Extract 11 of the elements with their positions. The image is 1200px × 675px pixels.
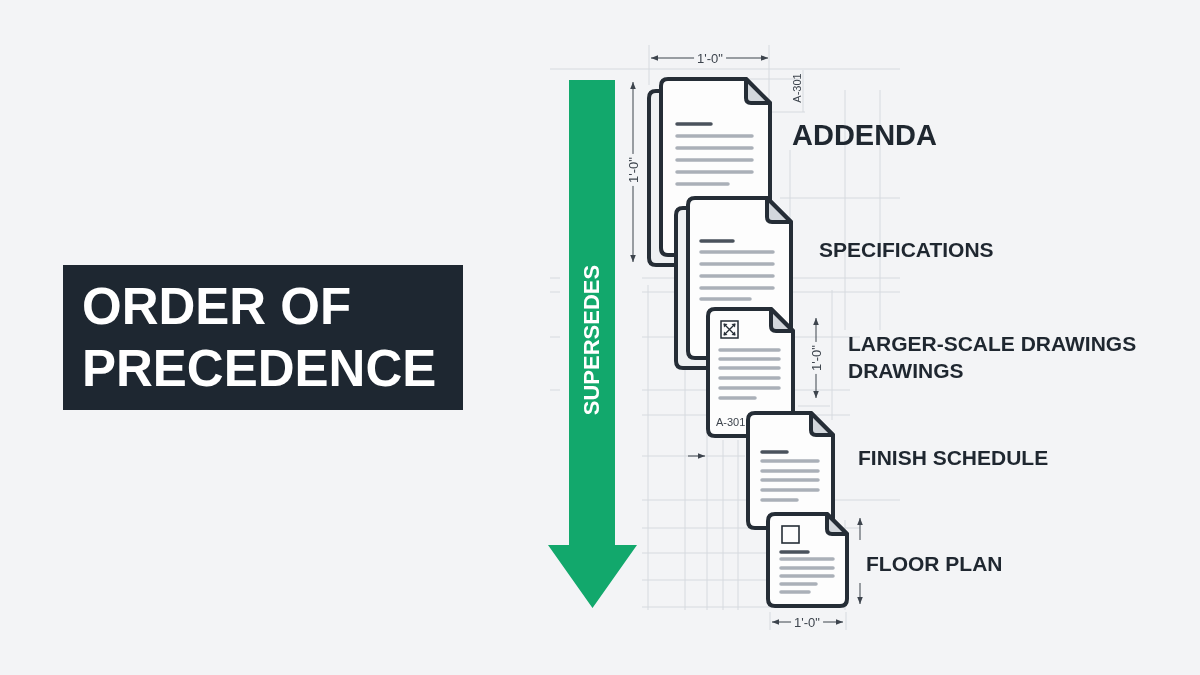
title: ORDER OF PRECEDENCE <box>63 265 463 410</box>
document-label: ADDENDA <box>792 118 937 153</box>
document-label: FINISH SCHEDULE <box>858 445 1049 470</box>
document-label: LARGER-SCALE DRAWINGS DRAWINGS <box>848 331 1138 384</box>
sheet-number: A-301 <box>789 72 804 105</box>
document-label: FLOOR PLAN <box>866 551 1003 576</box>
arrow-label: SUPERSEDES <box>580 264 604 416</box>
sheet-number: A-301 <box>716 415 746 429</box>
document-label: SPECIFICATIONS <box>819 237 994 262</box>
down-arrow <box>548 80 637 608</box>
document-page <box>766 512 849 608</box>
